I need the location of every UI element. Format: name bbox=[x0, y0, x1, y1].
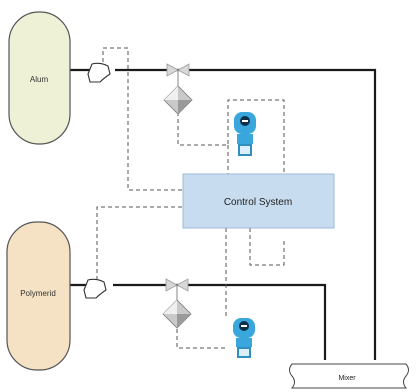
control-system: Control System bbox=[182, 173, 335, 229]
control-valve-bottom-icon bbox=[162, 278, 192, 329]
transmitter-bottom-icon bbox=[233, 318, 255, 358]
tank-alum: Alum bbox=[8, 11, 71, 145]
flowmeter-bottom-icon bbox=[83, 278, 107, 299]
tank-polymer: Polymerid bbox=[6, 221, 71, 371]
flowmeter-top-icon bbox=[87, 62, 111, 83]
signal-valve-top bbox=[177, 99, 285, 175]
signal-flowmeter-top bbox=[102, 47, 185, 191]
tank-polymer-label: Polymerid bbox=[20, 289, 56, 298]
mixer: Mixer bbox=[289, 363, 409, 389]
signal-flowmeter-bottom bbox=[96, 206, 185, 280]
tank-alum-label: Alum bbox=[30, 75, 49, 84]
transmitter-top-icon bbox=[234, 112, 256, 156]
control-system-label: Control System bbox=[224, 197, 292, 208]
signal-ctrl-mid bbox=[249, 228, 285, 266]
mixer-label: Mixer bbox=[338, 375, 356, 382]
signal-lines bbox=[96, 47, 285, 349]
control-valve-top-icon bbox=[163, 63, 193, 115]
signal-valve-bottom bbox=[176, 322, 226, 349]
polymer-pipe bbox=[70, 283, 327, 360]
